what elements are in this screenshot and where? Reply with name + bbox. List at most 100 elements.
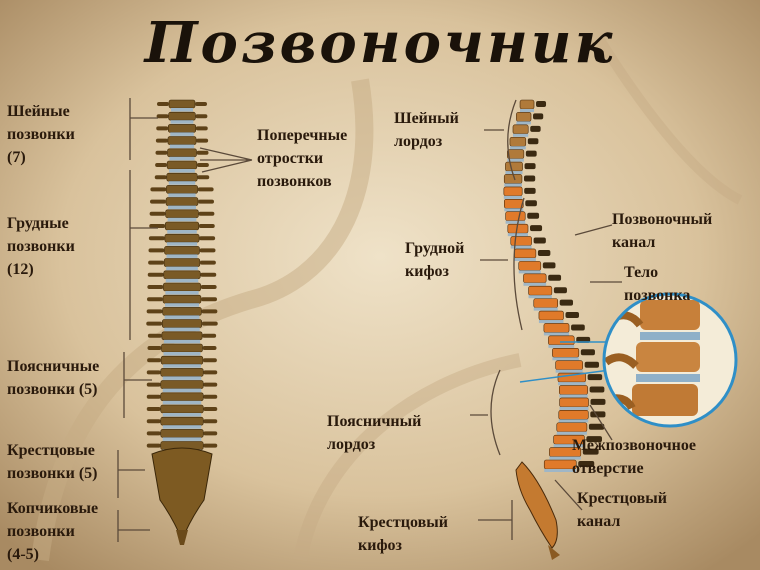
side-spine — [503, 99, 606, 560]
vertebra — [160, 429, 204, 438]
spinous-process — [527, 212, 540, 219]
transverse-process — [202, 333, 217, 338]
transverse-process — [202, 346, 217, 350]
transverse-process — [147, 333, 162, 338]
vertebra — [160, 392, 204, 402]
lens-vertebra-2 — [636, 342, 700, 382]
label-sacral-vertebrae: Крестцовые позвонки (5) — [7, 442, 98, 482]
sacrum-side — [515, 461, 558, 549]
intervertebral-disc — [163, 352, 201, 356]
intervertebral-disc — [168, 181, 196, 185]
vertebra — [164, 221, 200, 231]
intervertebral-disc — [505, 220, 526, 224]
spinous-process — [524, 163, 536, 170]
spinous-process — [584, 361, 600, 368]
transverse-process — [201, 321, 218, 326]
transverse-process — [146, 407, 161, 411]
front-spine — [146, 99, 218, 545]
transverse-process — [146, 321, 163, 326]
transverse-process — [203, 370, 218, 375]
intervertebral-disc — [528, 295, 552, 299]
spinous-process — [530, 125, 541, 132]
coccyx — [176, 530, 188, 545]
vertebral-body — [548, 335, 575, 346]
vertebral-body — [514, 248, 537, 259]
intervertebral-disc — [520, 109, 535, 112]
spinous-process — [525, 200, 537, 207]
vertebral-body — [528, 285, 553, 296]
intervertebral-disc — [162, 413, 202, 417]
transverse-process — [199, 260, 216, 265]
intervertebral-disc — [544, 469, 577, 472]
vertebral-body — [558, 410, 589, 420]
transverse-process — [199, 236, 216, 241]
transverse-process — [200, 272, 217, 277]
vertebra — [163, 282, 201, 292]
spinous-process — [587, 374, 603, 381]
intervertebral-disc — [505, 171, 523, 175]
transverse-process — [146, 394, 161, 399]
vertebra — [163, 270, 201, 280]
bracket-cervical — [129, 98, 158, 160]
spinous-process — [548, 274, 562, 281]
vertebra — [165, 209, 199, 219]
vertebra — [164, 233, 200, 243]
intervertebral-disc — [171, 108, 193, 112]
bracket-lumbar-lordosis — [470, 369, 501, 456]
vertebral-body — [518, 261, 542, 271]
intervertebral-disc — [164, 327, 200, 332]
intervertebral-disc — [503, 195, 523, 199]
spinous-process — [582, 448, 599, 455]
vertebra — [167, 124, 197, 133]
spinous-process — [533, 113, 544, 120]
label-thoracic-vertebrae: Грудные позвонки (12) — [7, 215, 75, 278]
transverse-process — [155, 163, 168, 167]
transverse-process — [203, 431, 218, 436]
bracket-sacral — [117, 450, 145, 498]
intervertebral-disc — [507, 158, 524, 162]
vertebral-body — [523, 273, 547, 284]
spinous-process — [589, 386, 605, 393]
transverse-process — [156, 126, 169, 131]
intervertebral-disc — [164, 315, 200, 319]
intervertebral-disc — [504, 183, 522, 187]
transverse-process — [195, 114, 208, 119]
vertebra — [160, 416, 204, 426]
vertebra — [161, 343, 203, 353]
spinous-process — [537, 249, 551, 256]
spinous-process — [553, 287, 567, 294]
spinous-process — [571, 324, 585, 331]
spinous-process — [580, 349, 595, 356]
intervertebral-disc — [169, 144, 195, 149]
transverse-process — [146, 382, 161, 387]
intervertebral-disc — [170, 132, 194, 136]
transverse-process — [203, 394, 218, 399]
spinous-process — [590, 398, 606, 405]
intervertebral-disc — [166, 242, 198, 246]
label-cervical-lordosis: Шейный лордоз — [394, 110, 459, 150]
intervertebral-disc — [538, 320, 564, 324]
vertebra — [167, 148, 197, 158]
intervertebral-disc — [509, 146, 526, 150]
background-anatomy — [293, 353, 522, 562]
label-transverse-processes: Поперечные отростки позвонков — [257, 127, 348, 190]
intervertebral-disc — [558, 419, 589, 423]
bracket-lumbar — [123, 352, 152, 418]
spinous-process — [542, 262, 556, 269]
transverse-process — [203, 419, 218, 424]
transverse-process — [156, 114, 169, 119]
intervertebral-disc — [167, 217, 197, 222]
vertebral-body — [552, 347, 580, 358]
vertebral-body — [555, 360, 583, 370]
vertebral-body — [543, 323, 570, 333]
transverse-process — [147, 358, 162, 363]
intervertebral-disc — [510, 245, 532, 249]
intervertebral-disc — [516, 121, 532, 125]
intervertebral-disc — [552, 357, 579, 361]
transverse-process — [195, 126, 208, 131]
intervertebral-disc — [168, 205, 196, 210]
label-sacral-kyphosis: Крестцовый кифоз — [358, 514, 448, 554]
vertebra — [164, 246, 200, 255]
label-spinal-canal: Позвоночный канал — [612, 211, 713, 251]
